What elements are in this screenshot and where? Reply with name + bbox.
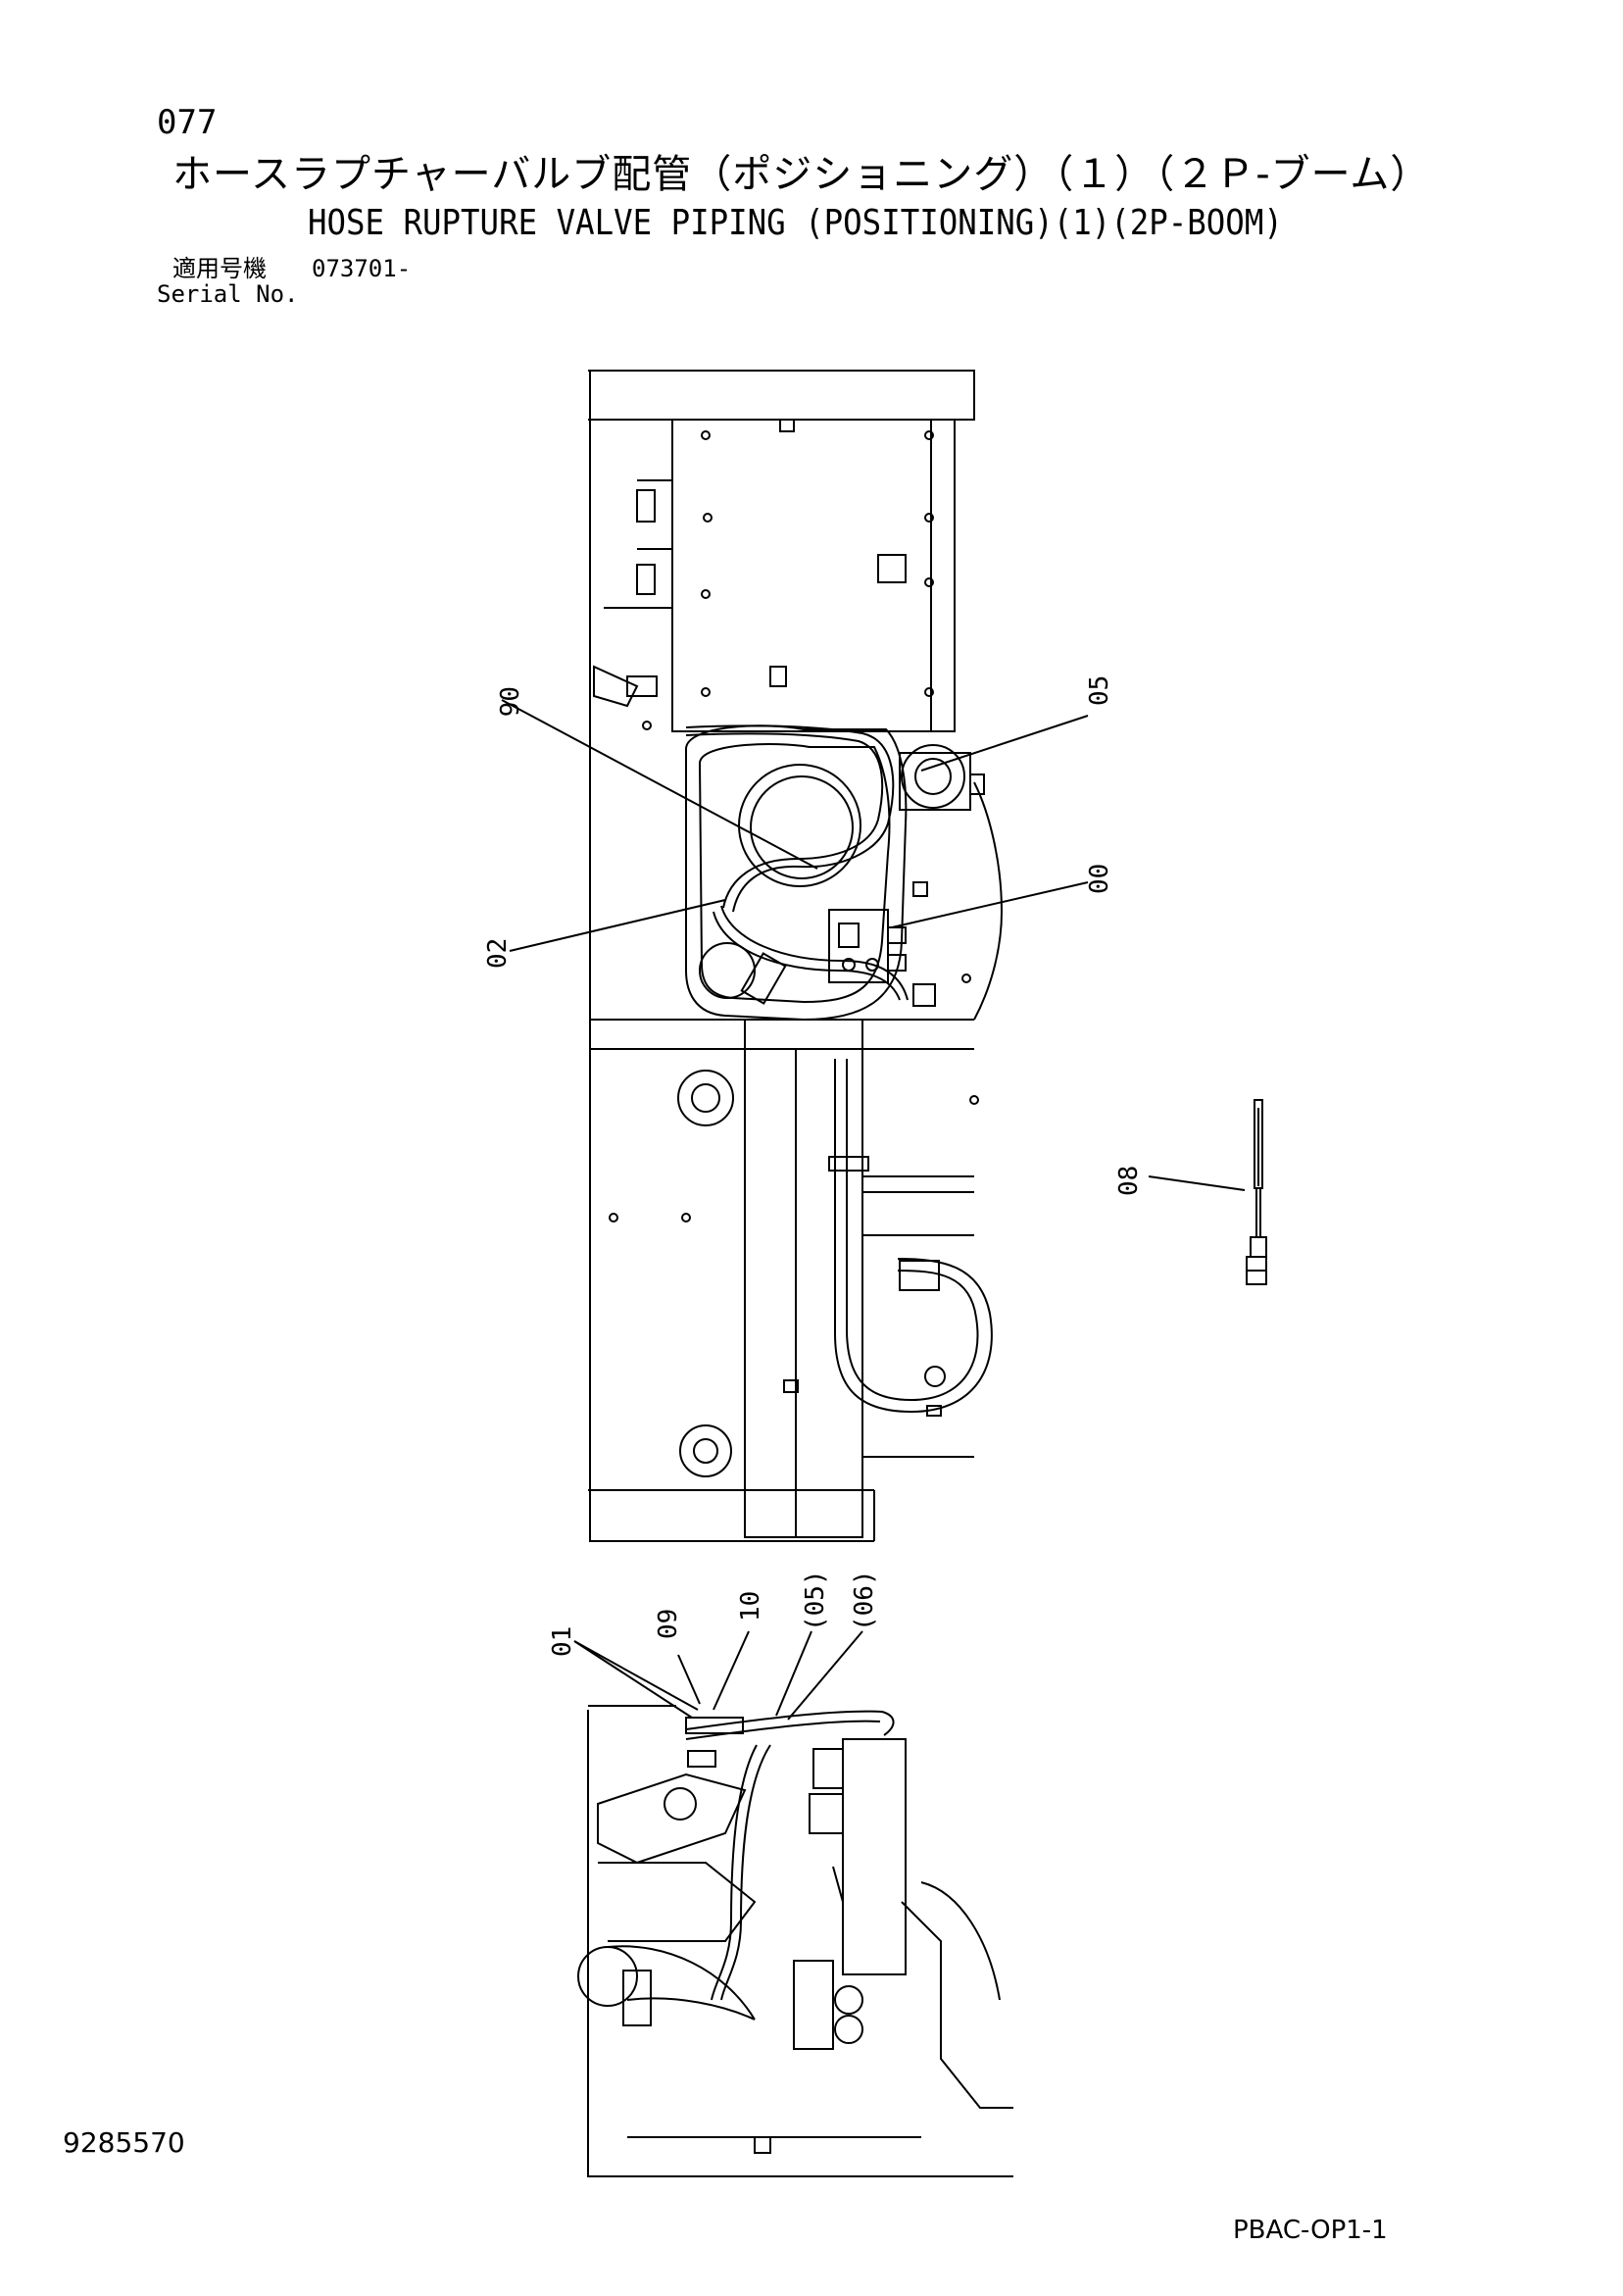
leader-05: [920, 715, 1089, 772]
hose-lower: [834, 1059, 993, 1414]
sheet-code: PBAC-OP1-1: [1233, 2216, 1388, 2245]
leader-06p: [787, 1630, 863, 1721]
center-beam: [744, 1019, 863, 1538]
title-japanese: ホースラプチャーバルブ配管（ポジショニング）（１）（２Ｐ-ブーム）: [172, 152, 1431, 197]
leader-01b: [573, 1640, 693, 1719]
serial-label-english: Serial No.: [157, 280, 299, 308]
page-number: 077: [157, 103, 218, 142]
callout-06-ref: (06): [850, 1570, 879, 1631]
hose-upper: [685, 724, 895, 913]
leader-02: [509, 899, 726, 952]
swing-bore: [738, 764, 861, 887]
serial-label-japanese: 適用号機: [172, 255, 267, 282]
detail-frame: [587, 1710, 1013, 2177]
rupture-valve: [828, 909, 907, 983]
callout-09: 09: [654, 1609, 683, 1639]
part-08: [1246, 1099, 1267, 1285]
callout-05: 05: [1085, 675, 1114, 706]
leader-08: [1148, 1175, 1246, 1191]
leader-05p: [775, 1630, 812, 1717]
leader-01a: [573, 1640, 699, 1711]
pump-body: [901, 744, 965, 809]
document-number: 9285570: [63, 2126, 185, 2159]
upper-plate: [671, 419, 956, 732]
detail-plate: [842, 1738, 907, 1975]
frame-top-bar: [588, 370, 975, 421]
lower-bore: [699, 942, 756, 999]
title-english: HOSE RUPTURE VALVE PIPING (POSITIONING)(…: [308, 203, 1283, 243]
callout-06: 06: [493, 686, 522, 717]
callout-10: 10: [736, 1591, 765, 1622]
leader-10: [713, 1630, 750, 1711]
callout-00: 00: [1085, 864, 1114, 894]
callout-08: 08: [1114, 1166, 1144, 1196]
callout-02: 02: [483, 938, 513, 969]
leader-06: [501, 699, 818, 870]
bolt-holes: [642, 430, 934, 730]
leader-09: [677, 1654, 701, 1705]
serial-value: 073701-: [312, 255, 412, 282]
callout-05-ref: (05): [801, 1570, 830, 1631]
leader-00: [891, 881, 1089, 928]
callout-01: 01: [548, 1626, 577, 1657]
frame-left-edge: [589, 371, 874, 1542]
